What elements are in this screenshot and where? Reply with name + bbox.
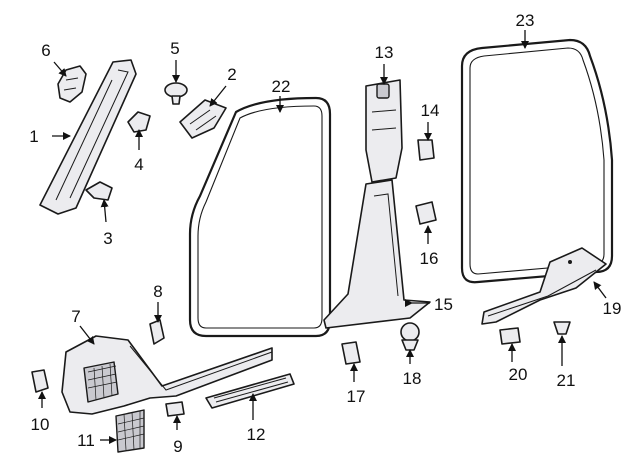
callout-5: 5 — [170, 39, 179, 58]
part-13-b-pillar-upper-trim — [365, 79, 403, 183]
callout-1: 1 — [29, 127, 38, 146]
callout-4: 4 — [134, 155, 143, 174]
callout-9: 9 — [173, 437, 182, 456]
part-18-retainer — [400, 322, 420, 351]
part-1-a-pillar-trim — [39, 59, 137, 215]
part-20-clip — [499, 327, 521, 345]
part-17-clip — [341, 341, 361, 365]
part-15-b-pillar-lower-trim — [323, 179, 431, 329]
part-10-clip — [31, 369, 49, 393]
part-2-bracket — [179, 99, 227, 139]
part-19-rear-sill-trim — [481, 247, 607, 325]
callout-15: 15 — [434, 295, 453, 314]
callout-14: 14 — [421, 101, 440, 120]
part-9-clip — [165, 401, 185, 417]
callout-6: 6 — [41, 41, 50, 60]
leader-3 — [100, 199, 109, 223]
part-21-clip — [553, 321, 571, 335]
callout-23: 23 — [516, 11, 535, 30]
callout-21: 21 — [557, 371, 576, 390]
callout-12: 12 — [247, 425, 266, 444]
callout-labels: 1 2 3 4 5 6 7 8 9 10 11 12 13 14 15 16 1… — [29, 11, 621, 456]
part-5-push-pin — [164, 82, 188, 105]
leader-7 — [79, 325, 95, 345]
callout-20: 20 — [509, 365, 528, 384]
callout-18: 18 — [403, 369, 422, 388]
part-4-clip — [127, 111, 151, 133]
part-8-clip — [149, 319, 165, 345]
callout-16: 16 — [420, 249, 439, 268]
leader-2 — [209, 85, 227, 107]
part-14-clip — [417, 139, 435, 161]
part-11-grille — [115, 409, 145, 453]
callout-7: 7 — [71, 307, 80, 326]
callout-11: 11 — [77, 431, 95, 450]
leader-19 — [593, 281, 607, 299]
part-12-step-plate — [205, 373, 295, 409]
leader-lines — [38, 30, 607, 444]
callout-10: 10 — [31, 415, 50, 434]
callout-13: 13 — [375, 43, 394, 62]
callout-2: 2 — [227, 65, 236, 84]
callout-19: 19 — [603, 299, 622, 318]
part-23-rear-door-seal — [460, 38, 614, 284]
callout-3: 3 — [103, 229, 112, 248]
part-3-clip — [85, 181, 113, 201]
callout-17: 17 — [347, 387, 366, 406]
callout-8: 8 — [153, 282, 162, 301]
leader-6 — [53, 61, 67, 77]
part-16-clip — [415, 201, 437, 225]
part-7-kick-panel — [61, 335, 273, 415]
callout-22: 22 — [272, 77, 291, 96]
part-22-front-door-seal — [188, 96, 332, 338]
